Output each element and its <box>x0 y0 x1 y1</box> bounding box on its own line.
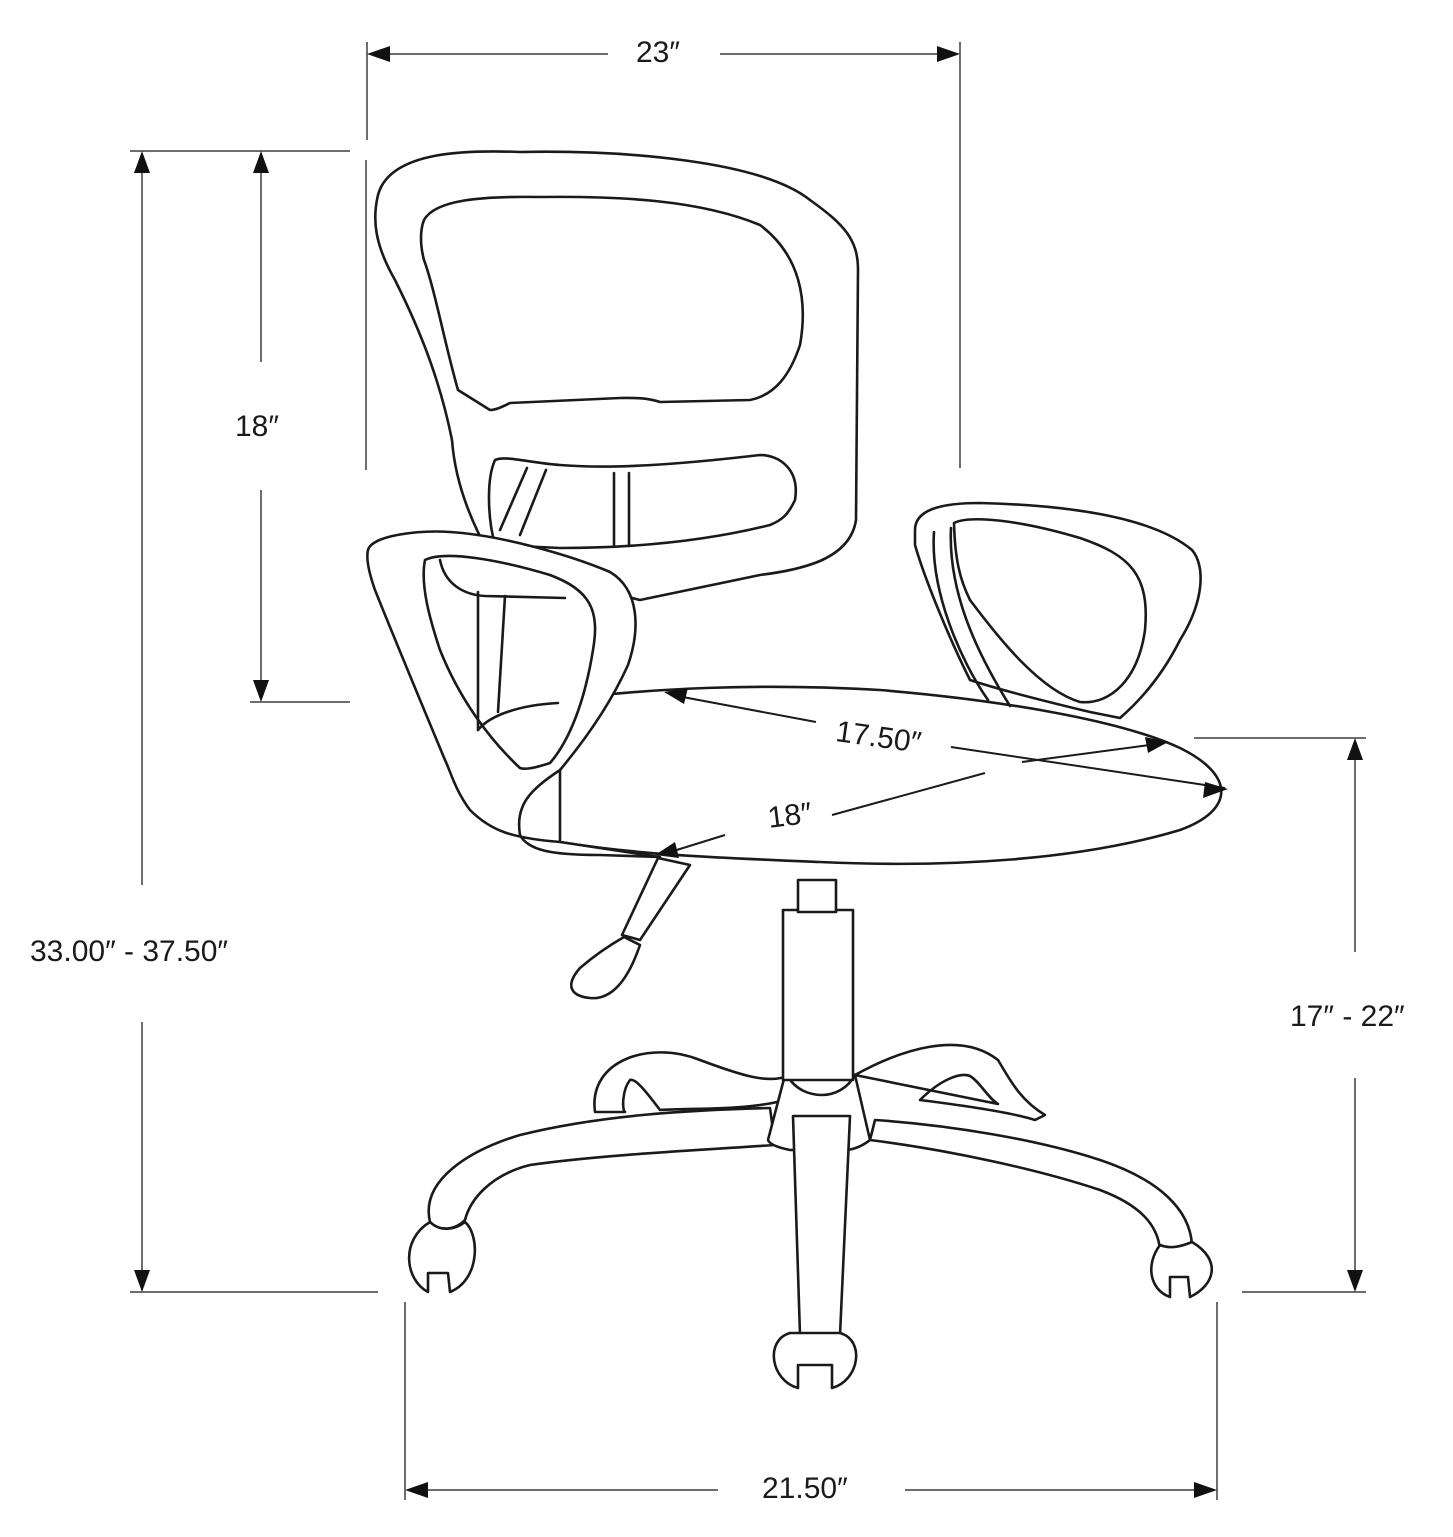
chair-base <box>407 1043 1213 1390</box>
dimension-base-width <box>404 1302 1218 1500</box>
gas-cylinder <box>781 878 855 1082</box>
armrest-right <box>913 501 1202 720</box>
armrest-left-opening <box>422 554 597 771</box>
dimension-overall-height <box>130 151 378 1293</box>
dimension-seat-depth <box>664 688 1228 798</box>
caster-center <box>772 1331 858 1390</box>
dimension-overall-width <box>366 42 961 468</box>
backrest-mesh-opening <box>419 195 805 412</box>
arrow-up-icon <box>1347 738 1363 760</box>
backrest-lumbar-opening <box>487 453 798 550</box>
arrow-right-icon <box>1145 737 1168 753</box>
label-overall-width: 23″ <box>636 36 680 69</box>
arrow-left-icon <box>664 688 688 704</box>
backrest <box>373 150 860 602</box>
label-backrest-height: 18″ <box>235 410 279 443</box>
label-seat-height: 17″ - 22″ <box>1290 1000 1405 1033</box>
arrow-right-icon <box>937 46 960 62</box>
label-base-width: 21.50″ <box>762 1472 848 1505</box>
label-overall-height: 33.00″ - 37.50″ <box>30 935 229 968</box>
arrow-down-icon <box>253 680 269 702</box>
arrow-left-icon <box>367 46 390 62</box>
caster-right <box>1150 1240 1213 1299</box>
height-lever <box>570 856 692 1000</box>
arrow-up-icon <box>134 151 150 173</box>
armrest-right-opening <box>952 518 1148 704</box>
arrow-down-icon <box>134 1270 150 1292</box>
arrow-down-icon <box>1347 1270 1363 1292</box>
armrest-left <box>365 530 662 859</box>
dimension-backrest-height <box>130 150 367 703</box>
caster-left <box>407 1220 477 1294</box>
arrow-left-icon <box>655 842 679 858</box>
dimension-seat-height <box>1194 737 1366 1293</box>
seat <box>558 685 1223 866</box>
arrow-up-icon <box>253 151 269 173</box>
arrow-right-icon <box>1203 782 1228 798</box>
dimension-seat-width <box>655 737 1168 858</box>
arrow-right-icon <box>1194 1482 1217 1498</box>
arrow-left-icon <box>405 1482 428 1498</box>
label-seat-width: 18″ <box>765 796 814 835</box>
